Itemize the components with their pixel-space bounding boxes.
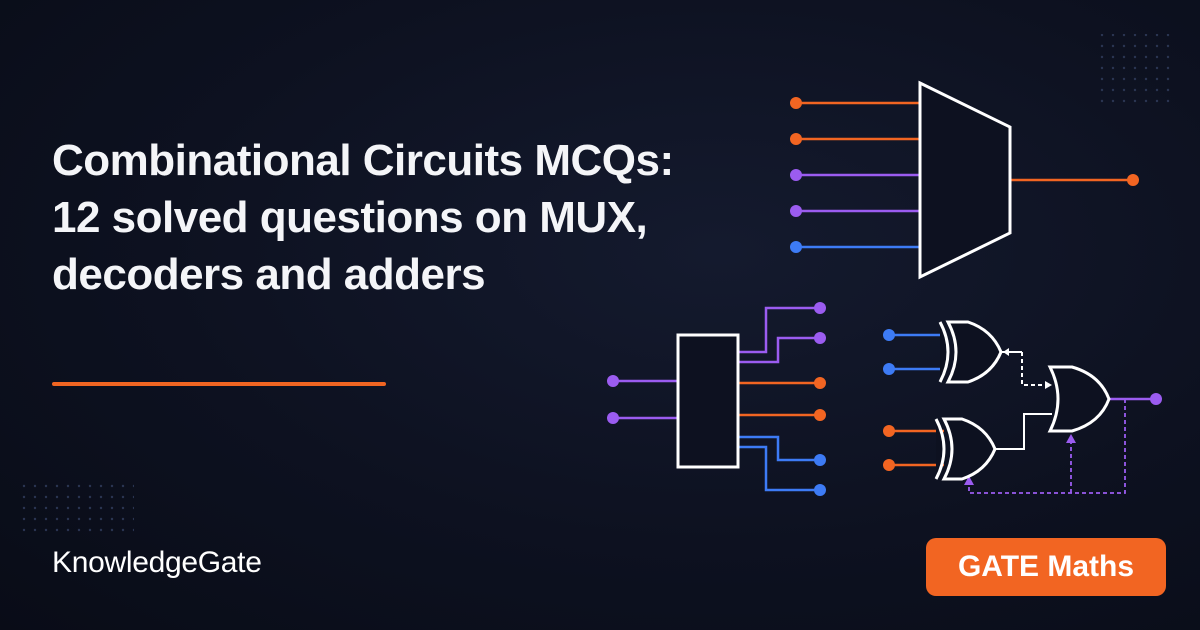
title-line-1: Combinational Circuits MCQs: <box>52 136 674 185</box>
xor-gate-top <box>938 320 1003 384</box>
title-line-3: decoders and adders <box>52 250 486 299</box>
decoder-body <box>676 333 740 469</box>
category-badge: GATE Maths <box>926 538 1166 596</box>
mux-body <box>918 80 1012 280</box>
page-title: Combinational Circuits MCQs: 12 solved q… <box>52 132 772 303</box>
brand-logo-text: KnowledgeGate <box>52 546 262 579</box>
dot-grid-top-right <box>1098 34 1170 106</box>
xor-gate-bottom <box>934 417 997 481</box>
dot-grid-bottom-left <box>18 478 134 532</box>
title-underline <box>52 382 386 386</box>
title-line-2: 12 solved questions on MUX, <box>52 193 648 242</box>
or-gate <box>1047 365 1111 433</box>
